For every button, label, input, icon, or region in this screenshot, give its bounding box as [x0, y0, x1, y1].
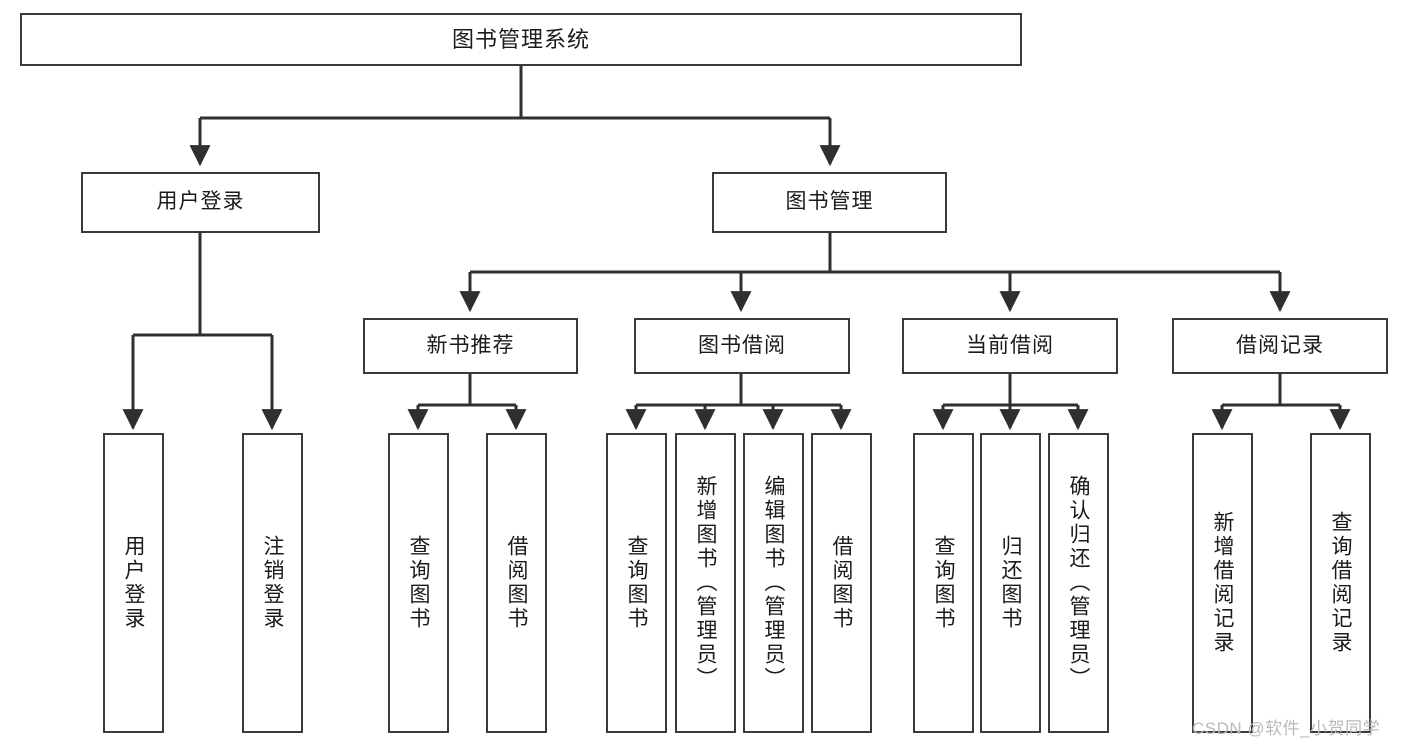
node-leaf-borrow-book-2[interactable]: 借阅图书 — [811, 433, 872, 733]
node-leaf-query-book-3[interactable]: 查询图书 — [913, 433, 974, 733]
node-leaf-query-record[interactable]: 查询借阅记录 — [1310, 433, 1371, 733]
node-leaf-add-book[interactable]: 新增图书（管理员） — [675, 433, 736, 733]
node-book-manage[interactable]: 图书管理 — [712, 172, 947, 233]
node-leaf-logout-login[interactable]: 注销登录 — [242, 433, 303, 733]
node-leaf-query-record-label: 查询借阅记录 — [1329, 511, 1352, 655]
node-leaf-add-record-label: 新增借阅记录 — [1211, 511, 1234, 655]
node-root[interactable]: 图书管理系统 — [20, 13, 1022, 66]
node-user-login-label: 用户登录 — [156, 190, 245, 214]
node-new-book-recommend-label: 新书推荐 — [426, 333, 515, 357]
node-leaf-user-login-label: 用户登录 — [122, 535, 145, 631]
node-leaf-borrow-book-1-label: 借阅图书 — [505, 535, 528, 631]
node-leaf-return-book[interactable]: 归还图书 — [980, 433, 1041, 733]
node-current-borrow-label: 当前借阅 — [966, 333, 1054, 357]
node-book-borrow-label: 图书借阅 — [698, 333, 786, 357]
node-leaf-confirm-return-label: 确认归还（管理员） — [1067, 475, 1090, 691]
node-leaf-borrow-book-2-label: 借阅图书 — [830, 535, 853, 631]
node-book-manage-label: 图书管理 — [785, 190, 874, 214]
node-borrow-record-label: 借阅记录 — [1236, 333, 1324, 357]
node-leaf-query-book-1[interactable]: 查询图书 — [388, 433, 449, 733]
node-current-borrow[interactable]: 当前借阅 — [902, 318, 1118, 374]
node-leaf-return-book-label: 归还图书 — [999, 535, 1022, 631]
node-leaf-query-book-2[interactable]: 查询图书 — [606, 433, 667, 733]
node-leaf-query-book-3-label: 查询图书 — [932, 535, 955, 631]
node-leaf-edit-book[interactable]: 编辑图书（管理员） — [743, 433, 804, 733]
node-leaf-confirm-return[interactable]: 确认归还（管理员） — [1048, 433, 1109, 733]
node-root-label: 图书管理系统 — [451, 26, 590, 52]
node-leaf-edit-book-label: 编辑图书（管理员） — [762, 475, 785, 691]
node-new-book-recommend[interactable]: 新书推荐 — [363, 318, 578, 374]
node-leaf-query-book-2-label: 查询图书 — [625, 535, 648, 631]
node-leaf-logout-login-label: 注销登录 — [261, 535, 284, 631]
node-book-borrow[interactable]: 图书借阅 — [634, 318, 850, 374]
node-user-login[interactable]: 用户登录 — [81, 172, 320, 233]
node-leaf-borrow-book-1[interactable]: 借阅图书 — [486, 433, 547, 733]
node-leaf-user-login[interactable]: 用户登录 — [103, 433, 164, 733]
node-leaf-query-book-1-label: 查询图书 — [407, 535, 430, 631]
node-leaf-add-record[interactable]: 新增借阅记录 — [1192, 433, 1253, 733]
node-borrow-record[interactable]: 借阅记录 — [1172, 318, 1388, 374]
watermark-text: CSDN @软件_小贺同学 — [1192, 719, 1381, 738]
node-leaf-add-book-label: 新增图书（管理员） — [694, 475, 717, 691]
